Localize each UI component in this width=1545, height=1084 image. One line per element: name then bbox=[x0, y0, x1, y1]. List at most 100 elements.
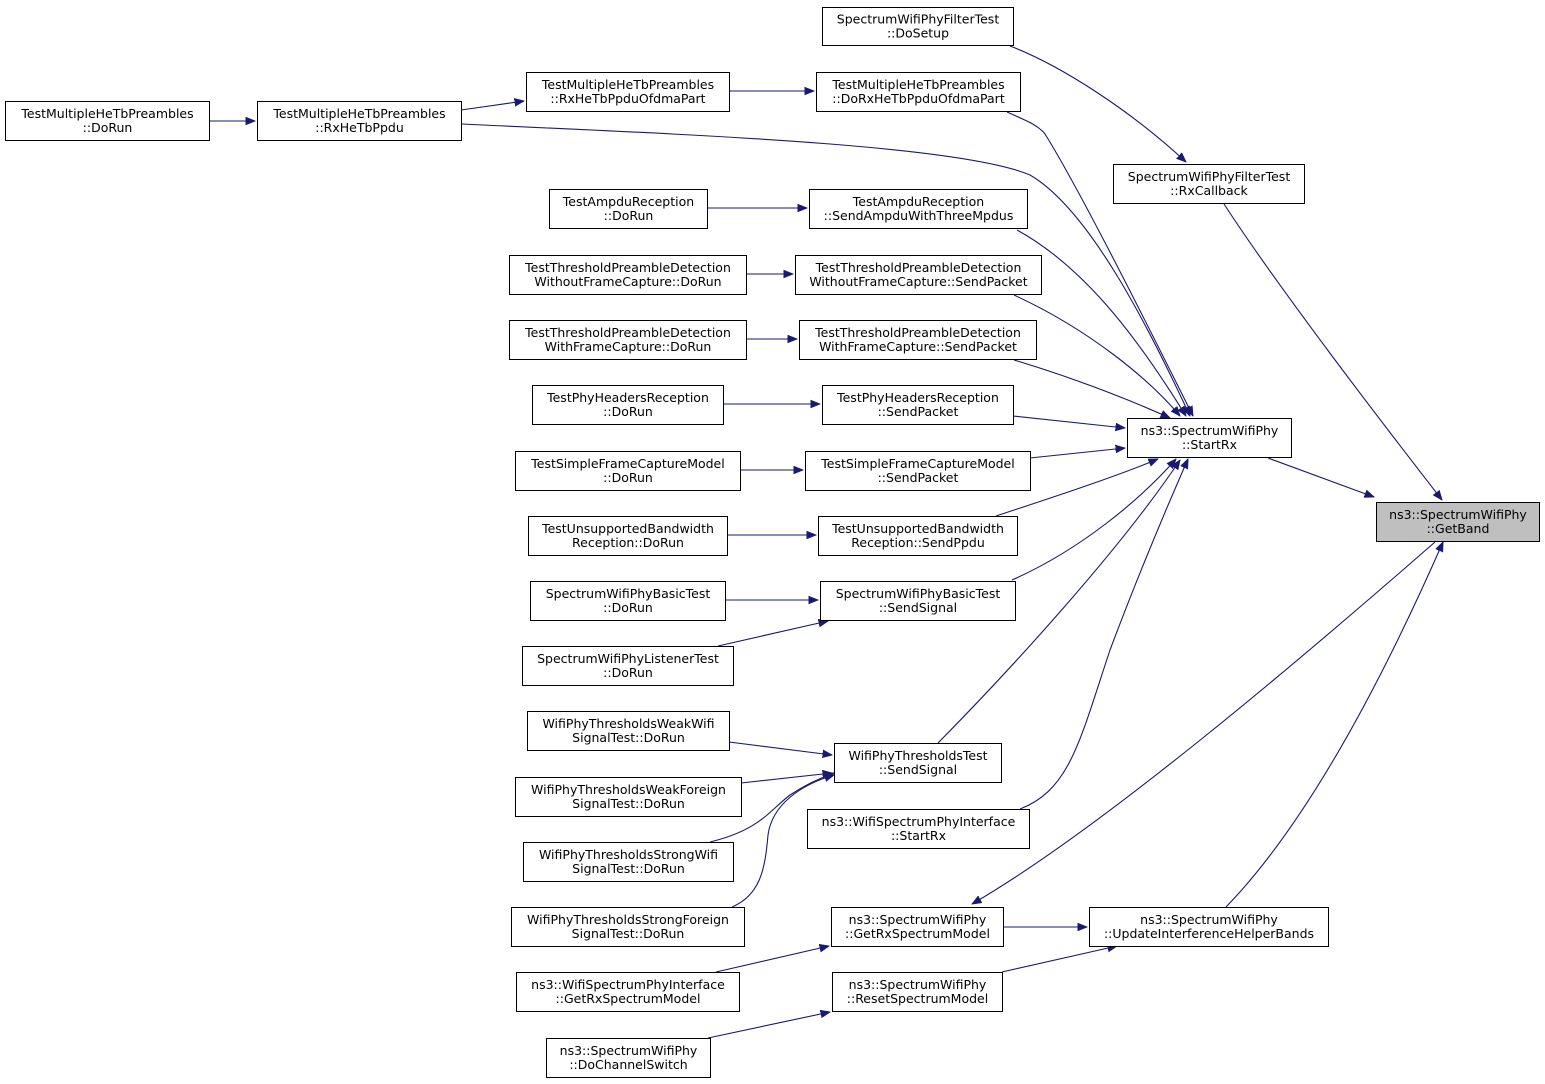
edge-wpt_send-to-startrx bbox=[937, 460, 1180, 744]
edge-basic_send-to-startrx bbox=[1011, 459, 1176, 581]
edge-ampdu_send-to-startrx bbox=[1016, 229, 1186, 416]
node-getrxsm[interactable]: ns3::SpectrumWifiPhy::GetRxSpectrumModel bbox=[831, 907, 1004, 947]
node-label-line: ::SendPacket bbox=[878, 470, 959, 485]
node-sfc_dorun[interactable]: TestSimpleFrameCaptureModel::DoRun bbox=[515, 451, 741, 491]
edge-wspi_getrxsm-to-getrxsm bbox=[715, 946, 829, 973]
node-wspi_startrx[interactable]: ns3::WifiSpectrumPhyInterface::StartRx bbox=[807, 809, 1030, 849]
node-label-line: SpectrumWifiPhyBasicTest bbox=[836, 586, 1001, 601]
node-basic_dorun[interactable]: SpectrumWifiPhyBasicTest::DoRun bbox=[530, 581, 726, 621]
node-label-line: ::DoRun bbox=[603, 600, 653, 615]
node-label-line: ::GetRxSpectrumModel bbox=[845, 926, 990, 941]
node-label-line: TestThresholdPreambleDetection bbox=[524, 260, 731, 275]
node-ampdu_dorun[interactable]: TestAmpduReception::DoRun bbox=[549, 189, 708, 229]
edge-mhe_rxhetbppdu-to-startrx bbox=[460, 123, 1191, 416]
node-label-line: ::RxHeTbPpdu bbox=[315, 120, 404, 135]
node-ubw_send[interactable]: TestUnsupportedBandwidthReception::SendP… bbox=[818, 516, 1018, 556]
node-label-line: WithFrameCapture::DoRun bbox=[545, 339, 712, 354]
node-label-line: TestSimpleFrameCaptureModel bbox=[820, 456, 1014, 471]
node-label-line: ::DoRun bbox=[603, 470, 653, 485]
node-mhe_rxofdma[interactable]: TestMultipleHeTbPreambles::RxHeTbPpduOfd… bbox=[526, 72, 730, 112]
node-label-line: Reception::DoRun bbox=[572, 535, 684, 550]
node-label-line: ::DoRun bbox=[83, 120, 133, 135]
node-label-line: ::DoSetup bbox=[887, 26, 949, 41]
node-wpt_weakwifi[interactable]: WifiPhyThresholdsWeakWifiSignalTest::DoR… bbox=[527, 711, 730, 751]
node-label-line: TestMultipleHeTbPreambles bbox=[272, 106, 445, 121]
node-label-line: ::DoRxHeTbPpduOfdmaPart bbox=[832, 91, 1005, 106]
nodes-layer: ns3::SpectrumWifiPhy::GetBandSpectrumWif… bbox=[5, 7, 1540, 1078]
node-label-line: TestAmpduReception bbox=[562, 194, 694, 209]
node-tpd_wo_dorun[interactable]: TestThresholdPreambleDetectionWithoutFra… bbox=[509, 255, 747, 295]
node-label-line: ::SendSignal bbox=[879, 600, 957, 615]
node-label-line: ns3::SpectrumWifiPhy bbox=[1140, 912, 1278, 927]
edge-updatebands-to-spectrum_getband bbox=[1225, 542, 1444, 908]
node-label-line: TestSimpleFrameCaptureModel bbox=[530, 456, 724, 471]
node-label-line: TestPhyHeadersReception bbox=[836, 390, 999, 405]
node-label-line: ::GetRxSpectrumModel bbox=[556, 991, 701, 1006]
node-label-line: WifiPhyThresholdsWeakWifi bbox=[542, 716, 714, 731]
node-label-line: TestPhyHeadersReception bbox=[546, 390, 709, 405]
node-startrx[interactable]: ns3::SpectrumWifiPhy::StartRx bbox=[1127, 418, 1292, 458]
node-ampdu_send[interactable]: TestAmpduReception::SendAmpduWithThreeMp… bbox=[809, 189, 1028, 229]
edge-wspi_startrx-to-startrx bbox=[1019, 459, 1189, 810]
node-mhe_dorxofdma[interactable]: TestMultipleHeTbPreambles::DoRxHeTbPpduO… bbox=[816, 72, 1021, 112]
node-label-line: WithFrameCapture::SendPacket bbox=[819, 339, 1017, 354]
edge-wpt_weakwifi-to-wpt_send bbox=[728, 741, 832, 755]
node-label-line: Reception::SendPpdu bbox=[851, 535, 985, 550]
node-mhe_rxhetbppdu[interactable]: TestMultipleHeTbPreambles::RxHeTbPpdu bbox=[257, 101, 462, 141]
node-resetsm[interactable]: ns3::SpectrumWifiPhy::ResetSpectrumModel bbox=[832, 972, 1003, 1012]
node-basic_send[interactable]: SpectrumWifiPhyBasicTest::SendSignal bbox=[820, 581, 1016, 621]
edge-filter_rxcallback-to-spectrum_getband bbox=[1223, 203, 1442, 500]
node-label-line: SpectrumWifiPhyFilterTest bbox=[1128, 169, 1291, 184]
node-label-line: SignalTest::DoRun bbox=[572, 926, 685, 941]
edge-listener_dorun-to-basic_send bbox=[717, 621, 828, 647]
node-label-line: ::DoRun bbox=[604, 208, 654, 223]
edge-wpt_strongforeign-to-wpt_send bbox=[731, 775, 834, 908]
node-tpd_w_dorun[interactable]: TestThresholdPreambleDetectionWithFrameC… bbox=[509, 320, 747, 360]
edges-layer bbox=[209, 45, 1444, 1039]
node-spectrum_getband[interactable]: ns3::SpectrumWifiPhy::GetBand bbox=[1376, 502, 1540, 542]
node-label-line: WithoutFrameCapture::SendPacket bbox=[809, 274, 1027, 289]
node-phr_send[interactable]: TestPhyHeadersReception::SendPacket bbox=[822, 385, 1014, 425]
node-sfc_send[interactable]: TestSimpleFrameCaptureModel::SendPacket bbox=[805, 451, 1031, 491]
node-label-line: ::SendAmpduWithThreeMpdus bbox=[824, 208, 1014, 223]
node-tpd_w_send[interactable]: TestThresholdPreambleDetectionWithFrameC… bbox=[799, 320, 1037, 360]
node-label-line: ::RxHeTbPpduOfdmaPart bbox=[550, 91, 705, 106]
edge-mhe_rxhetbppdu-to-mhe_rxofdma bbox=[460, 101, 524, 111]
node-label-line: ns3::SpectrumWifiPhy bbox=[1141, 423, 1279, 438]
edge-phr_send-to-startrx bbox=[1012, 415, 1125, 428]
node-filter_rxcallback[interactable]: SpectrumWifiPhyFilterTest::RxCallback bbox=[1113, 164, 1305, 204]
node-listener_dorun[interactable]: SpectrumWifiPhyListenerTest::DoRun bbox=[522, 646, 734, 686]
node-label-line: ns3::WifiSpectrumPhyInterface bbox=[822, 814, 1016, 829]
node-label-line: SpectrumWifiPhyBasicTest bbox=[546, 586, 711, 601]
edge-wpt_weakforeign-to-wpt_send bbox=[740, 773, 832, 784]
node-label-line: ::SendSignal bbox=[879, 762, 957, 777]
node-label-line: ns3::SpectrumWifiPhy bbox=[849, 977, 987, 992]
node-label-line: SpectrumWifiPhyFilterTest bbox=[837, 12, 1000, 27]
node-phr_dorun[interactable]: TestPhyHeadersReception::DoRun bbox=[532, 385, 724, 425]
node-label-line: ::DoChannelSwitch bbox=[569, 1057, 687, 1072]
node-wpt_weakforeign[interactable]: WifiPhyThresholdsWeakForeignSignalTest::… bbox=[515, 777, 742, 817]
node-filter_dosetup[interactable]: SpectrumWifiPhyFilterTest::DoSetup bbox=[822, 7, 1014, 46]
node-label-line: TestAmpduReception bbox=[852, 194, 984, 209]
node-label-line: ns3::SpectrumWifiPhy bbox=[1389, 507, 1527, 522]
node-label-line: WifiPhyThresholdsStrongWifi bbox=[539, 847, 718, 862]
edge-wpt_strongwifi-to-wpt_send bbox=[709, 773, 834, 843]
node-wpt_strongforeign[interactable]: WifiPhyThresholdsStrongForeignSignalTest… bbox=[511, 907, 745, 947]
node-wspi_getrxsm[interactable]: ns3::WifiSpectrumPhyInterface::GetRxSpec… bbox=[516, 972, 740, 1012]
edge-startrx-to-spectrum_getband bbox=[1267, 457, 1374, 497]
edge-resetsm-to-updatebands bbox=[1001, 946, 1117, 973]
node-label-line: WithoutFrameCapture::DoRun bbox=[534, 274, 721, 289]
edge-dochannelswitch-to-resetsm bbox=[707, 1012, 830, 1039]
node-wpt_send[interactable]: WifiPhyThresholdsTest::SendSignal bbox=[834, 743, 1002, 783]
node-label-line: ::StartRx bbox=[891, 828, 946, 843]
node-label-line: TestThresholdPreambleDetection bbox=[815, 260, 1022, 275]
node-wpt_strongwifi[interactable]: WifiPhyThresholdsStrongWifiSignalTest::D… bbox=[523, 842, 734, 882]
node-mhe_dorun[interactable]: TestMultipleHeTbPreambles::DoRun bbox=[5, 101, 210, 141]
node-label-line: TestUnsupportedBandwidth bbox=[541, 521, 714, 536]
node-dochannelswitch[interactable]: ns3::SpectrumWifiPhy::DoChannelSwitch bbox=[546, 1038, 711, 1078]
node-updatebands[interactable]: ns3::SpectrumWifiPhy::UpdateInterference… bbox=[1089, 907, 1329, 947]
edge-tpd_w_send-to-startrx bbox=[1013, 359, 1170, 419]
node-tpd_wo_send[interactable]: TestThresholdPreambleDetectionWithoutFra… bbox=[795, 255, 1042, 295]
